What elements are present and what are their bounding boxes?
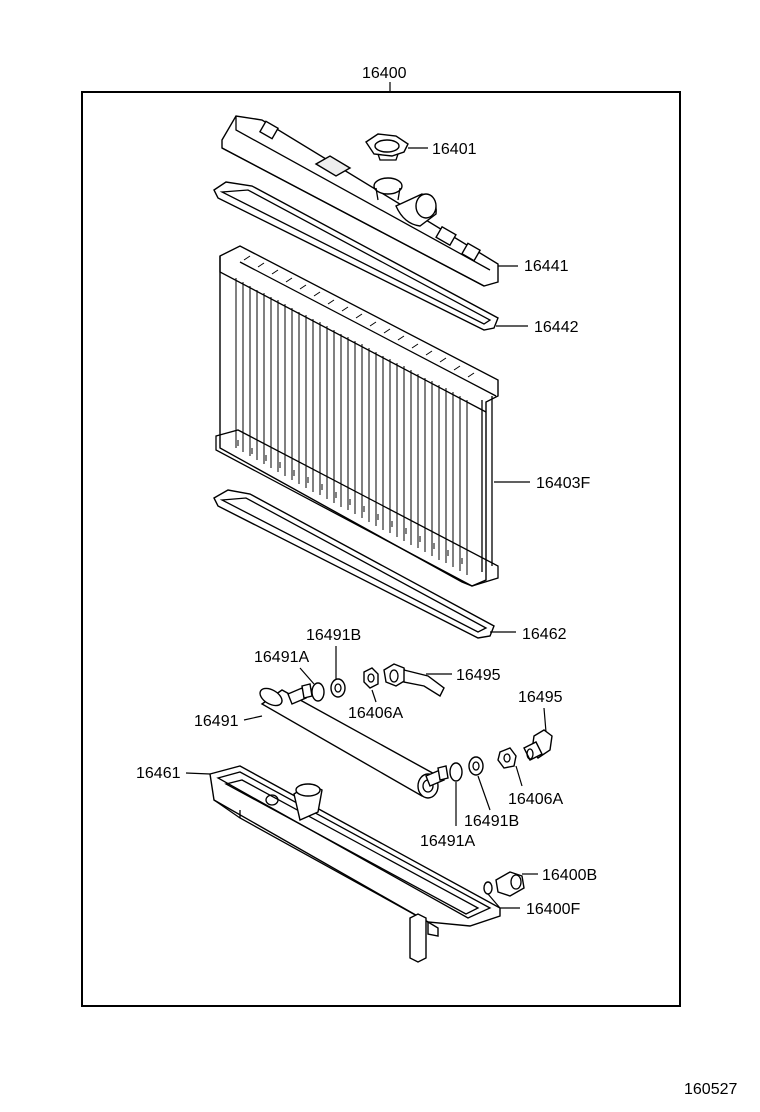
label-16495-top: 16495 bbox=[456, 667, 501, 684]
label-16406A-top: 16406A bbox=[348, 705, 403, 722]
lower-gasket bbox=[213, 489, 495, 639]
assembly-label: 16400 bbox=[362, 65, 407, 82]
label-16495-right: 16495 bbox=[518, 689, 563, 706]
label-16491: 16491 bbox=[194, 713, 239, 730]
label-16403F: 16403F bbox=[536, 475, 590, 492]
nut-16406A-top bbox=[363, 667, 379, 689]
label-16491B-top: 16491B bbox=[306, 627, 361, 644]
label-16461: 16461 bbox=[136, 765, 181, 782]
label-16491B-bottom: 16491B bbox=[464, 813, 519, 830]
nut-16406A-right bbox=[497, 747, 517, 769]
washer-16491B-top bbox=[330, 678, 346, 698]
washer-16491B-bottom bbox=[468, 756, 484, 776]
label-16406A-right: 16406A bbox=[508, 791, 563, 808]
label-16491A-top: 16491A bbox=[254, 649, 309, 666]
label-16462: 16462 bbox=[522, 626, 567, 643]
label-16400F: 16400F bbox=[526, 901, 580, 918]
label-16400B: 16400B bbox=[542, 867, 597, 884]
drain-cock-16400B bbox=[495, 871, 525, 897]
assembly-frame bbox=[81, 91, 681, 1007]
gasket-16491A-top bbox=[311, 682, 325, 702]
radiator-core bbox=[215, 245, 499, 587]
label-16441: 16441 bbox=[524, 258, 569, 275]
label-16491A-bottom: 16491A bbox=[420, 833, 475, 850]
upper-gasket bbox=[213, 181, 499, 331]
gasket-16491A-bottom bbox=[449, 762, 463, 782]
radiator-cap bbox=[365, 133, 409, 161]
hose-fitting-16495-right bbox=[523, 729, 553, 761]
label-16442: 16442 bbox=[534, 319, 579, 336]
hose-fitting-16495-top bbox=[383, 663, 445, 698]
drain-gasket-16400F bbox=[483, 881, 493, 895]
label-16401: 16401 bbox=[432, 141, 477, 158]
lower-tank bbox=[209, 765, 501, 963]
oil-cooler-16491 bbox=[259, 683, 449, 799]
upper-tank bbox=[221, 115, 499, 287]
page-code: 160527 bbox=[684, 1081, 737, 1098]
